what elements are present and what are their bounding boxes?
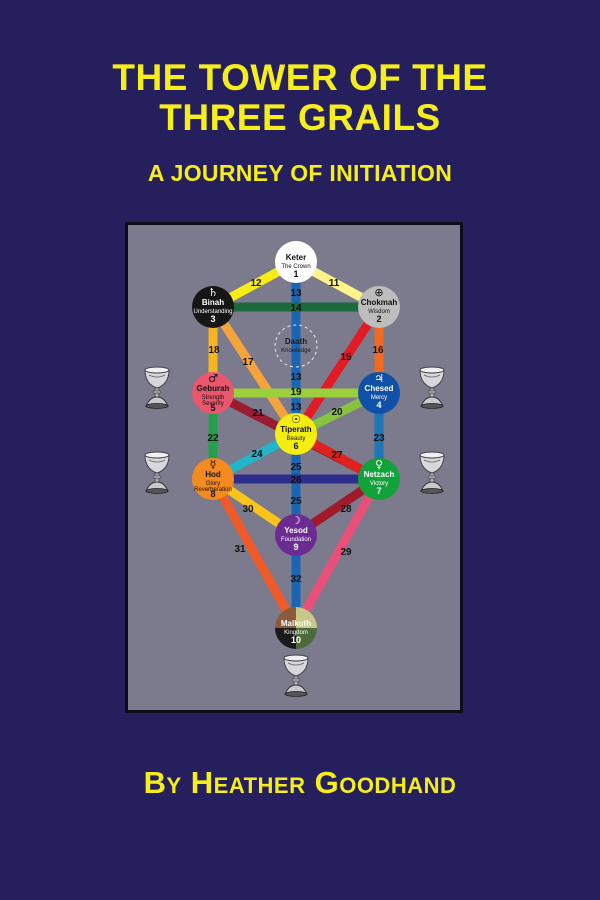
- hod-meaning-2: Reverberation: [194, 487, 232, 493]
- path-number-18: 18: [208, 345, 220, 356]
- keter-number: 1: [293, 269, 298, 279]
- keter-meaning: The Crown: [281, 264, 310, 270]
- malkuth-meaning: Kingdom: [284, 630, 308, 636]
- hod-meaning: Glory: [206, 481, 220, 487]
- daath-meaning: Knowledge: [281, 348, 311, 354]
- path-number-13: 13: [290, 288, 302, 299]
- binah-meaning: Understanding: [193, 309, 232, 315]
- title-line-1: THE TOWER OF THE: [112, 57, 488, 98]
- hod-planet-icon: ☿: [210, 458, 217, 471]
- grail-right-lower-icon: [419, 451, 445, 494]
- path-number-25: 25: [290, 462, 302, 473]
- path-15: [292, 304, 383, 437]
- binah-number: 3: [210, 314, 215, 324]
- path-number-21: 21: [252, 408, 264, 419]
- path-number-25-repeat: 25: [290, 496, 302, 507]
- grail-right-upper-icon: [419, 366, 445, 409]
- path-number-14: 14: [290, 303, 302, 314]
- yesod-meaning: Foundation: [281, 537, 311, 543]
- grail-left-lower-icon: [144, 451, 170, 494]
- path-number-16: 16: [372, 345, 384, 356]
- author-name: By Heather Goodhand: [143, 765, 457, 800]
- tiperath-meaning: Beauty: [287, 436, 306, 442]
- path-number-12: 12: [250, 278, 262, 289]
- path-17: [209, 304, 300, 437]
- netzach-planet-icon: ♀: [375, 458, 383, 471]
- hod-name: Hod: [205, 470, 221, 479]
- path-31: [209, 476, 300, 631]
- path-number-31: 31: [234, 544, 246, 555]
- path-number-22: 22: [207, 433, 219, 444]
- netzach-meaning: Victory: [370, 481, 388, 487]
- geburah-planet-icon: ♂: [208, 372, 218, 385]
- chokmah-number: 2: [376, 314, 381, 324]
- path-number-15: 15: [340, 352, 352, 363]
- path-number-27: 27: [331, 450, 343, 461]
- netzach-number: 7: [376, 486, 381, 496]
- path-number-11: 11: [329, 278, 340, 289]
- path-number-32: 32: [290, 574, 302, 585]
- chesed-number: 4: [376, 400, 381, 410]
- yesod-name: Yesod: [284, 526, 308, 535]
- path-number-28: 28: [340, 504, 352, 515]
- grail-bottom-icon: [283, 654, 309, 697]
- geburah-number: 5: [210, 403, 215, 413]
- tiperath-name: Tiperath: [280, 425, 312, 434]
- tiperath-number: 6: [293, 441, 298, 451]
- yesod-number: 9: [293, 542, 298, 552]
- netzach-name: Netzach: [364, 470, 395, 479]
- path-number-29: 29: [340, 547, 352, 558]
- path-number-13-repeat: 13: [290, 372, 302, 383]
- geburah-meaning: Strength: [202, 395, 225, 401]
- path-number-19: 19: [290, 387, 302, 398]
- malkuth-name: Malkuth: [281, 619, 311, 628]
- tiperath-planet-icon: ☉: [291, 413, 301, 426]
- daath-name: Daath: [285, 337, 307, 346]
- title-line-2: THREE GRAILS: [159, 97, 441, 138]
- chesed-meaning: Mercy: [371, 395, 387, 401]
- path-number-17: 17: [242, 357, 254, 368]
- path-number-13-repeat: 13: [290, 402, 302, 413]
- geburah-name: Geburah: [197, 384, 230, 393]
- path-number-23: 23: [373, 433, 385, 444]
- yesod-planet-icon: ☽: [291, 514, 301, 527]
- chokmah-planet-icon: ⊕: [374, 286, 383, 299]
- chokmah-name: Chokmah: [361, 298, 398, 307]
- grail-left-upper-icon: [144, 366, 170, 409]
- keter-name: Keter: [286, 253, 306, 262]
- chesed-planet-icon: ♃: [374, 372, 384, 385]
- malkuth-number: 10: [291, 635, 301, 645]
- binah-name: Binah: [202, 298, 224, 307]
- hod-number: 8: [210, 489, 215, 499]
- geburah-meaning-2: Severity: [202, 401, 224, 407]
- path-number-26: 26: [290, 475, 302, 486]
- binah-planet-icon: ♄: [208, 286, 218, 299]
- path-number-30: 30: [242, 504, 254, 515]
- path-number-20: 20: [331, 407, 343, 418]
- path-29: [292, 476, 383, 631]
- chesed-name: Chesed: [365, 384, 394, 393]
- subtitle: A JOURNEY OF INITIATION: [147, 160, 453, 186]
- chokmah-meaning: Wisdom: [368, 309, 390, 315]
- path-number-24: 24: [251, 449, 263, 460]
